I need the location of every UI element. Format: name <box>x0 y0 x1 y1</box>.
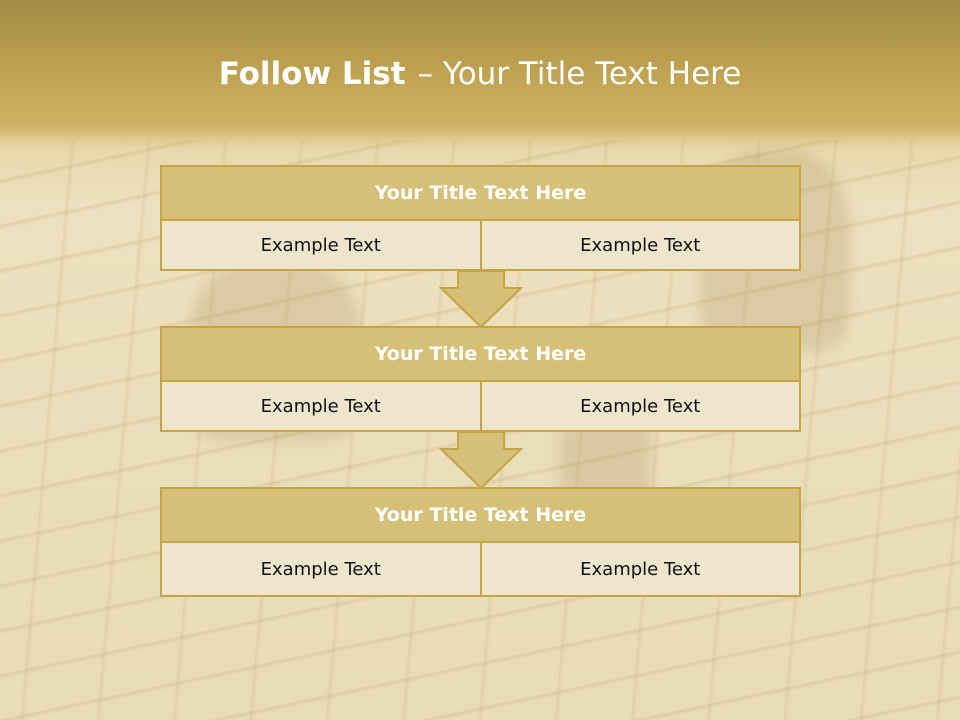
step-box-1: Your Title Text Here Example Text Exampl… <box>160 165 801 271</box>
step-box-3: Your Title Text Here Example Text Exampl… <box>160 487 801 597</box>
down-arrow-icon <box>439 431 523 489</box>
step-title: Your Title Text Here <box>160 165 801 221</box>
step-cell-right: Example Text <box>481 543 801 597</box>
step-title: Your Title Text Here <box>160 326 801 382</box>
step-box-2: Your Title Text Here Example Text Exampl… <box>160 326 801 432</box>
step-title: Your Title Text Here <box>160 487 801 543</box>
slide-title-bold: Follow List <box>218 56 406 92</box>
header-band <box>0 0 960 140</box>
step-cell-left: Example Text <box>160 382 482 432</box>
step-cell-right: Example Text <box>481 382 801 432</box>
slide-title-rest: – Your Title Text Here <box>417 56 742 92</box>
slide-title: Follow List – Your Title Text Here <box>0 56 960 92</box>
down-arrow-icon <box>439 270 523 328</box>
step-cell-left: Example Text <box>160 543 482 597</box>
step-row: Example Text Example Text <box>160 543 801 597</box>
step-cell-right: Example Text <box>481 221 801 271</box>
step-row: Example Text Example Text <box>160 382 801 432</box>
step-row: Example Text Example Text <box>160 221 801 271</box>
step-cell-left: Example Text <box>160 221 482 271</box>
